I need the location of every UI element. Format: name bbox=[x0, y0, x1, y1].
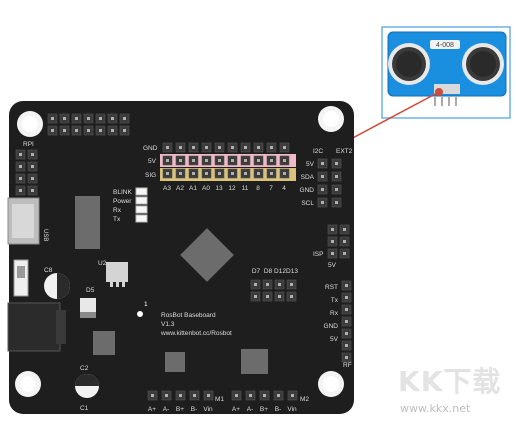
isp-label: ISP bbox=[313, 251, 323, 258]
sensor-chip-label: 4-008 bbox=[436, 42, 454, 49]
motor-2-header bbox=[231, 390, 298, 401]
ext2-label: EXT2 bbox=[336, 148, 353, 155]
pin-label-a1: A1 bbox=[189, 185, 197, 192]
motor-2-pin-label: Vin bbox=[287, 406, 297, 413]
motor-2-label: M2 bbox=[300, 396, 309, 403]
motor-1-header bbox=[147, 390, 214, 401]
mcu-chip bbox=[180, 228, 234, 282]
motor-2-pin-label: A+ bbox=[232, 406, 240, 413]
pin-label-8: 8 bbox=[256, 185, 260, 192]
dc-jack bbox=[7, 302, 66, 352]
d-label-d8: D8 bbox=[264, 268, 273, 275]
main-pin-labels: A3 A2 A1 A0 13 12 11 8 7 4 bbox=[163, 185, 286, 192]
marker-1: 1 bbox=[144, 301, 148, 308]
led-label-power: Power bbox=[113, 198, 132, 205]
led-label-rx: Rx bbox=[113, 207, 122, 214]
pin-label-a2: A2 bbox=[176, 185, 184, 192]
watermark: KK下载 www.kkx.net bbox=[398, 366, 510, 418]
c2-label: C2 bbox=[80, 365, 89, 372]
pin-label-a3: A3 bbox=[163, 185, 171, 192]
board-title-line3: www.kittenbot.cc/Rosbot bbox=[160, 330, 232, 337]
led-label-tx: Tx bbox=[113, 216, 121, 223]
chip-square-1 bbox=[93, 331, 115, 355]
d-label-d12: D12 bbox=[274, 268, 286, 275]
capacitor-c8 bbox=[44, 273, 70, 299]
main-pin-header bbox=[160, 142, 296, 181]
led-blink bbox=[135, 187, 148, 196]
rpi-pin-header bbox=[15, 149, 38, 196]
led-power bbox=[135, 196, 148, 205]
motor-1-pin-labels: A+ A- B+ B- Vin bbox=[148, 406, 213, 413]
pin-label-12: 12 bbox=[228, 185, 236, 192]
d-label-d7: D7 bbox=[252, 268, 261, 275]
connection-dot-sensor bbox=[435, 88, 443, 96]
c1-label: C1 bbox=[80, 405, 89, 412]
led-label-blink: BLINK bbox=[113, 189, 132, 196]
led-tx bbox=[135, 214, 148, 223]
motor-2-pin-label: A- bbox=[247, 406, 254, 413]
i2c-label: I2C bbox=[313, 148, 323, 155]
board-title-line1: RosBot Baseboard bbox=[161, 312, 216, 319]
motor-2-pin-labels: A+ A- B+ B- Vin bbox=[232, 406, 297, 413]
isp-pin-header bbox=[327, 224, 350, 259]
chip-square-2 bbox=[165, 352, 185, 372]
d-label-d13: D13 bbox=[286, 268, 298, 275]
ultrasonic-sensor: 4-008 bbox=[381, 26, 511, 119]
capacitor-c2 bbox=[75, 374, 99, 398]
motor-2-pin-label: B- bbox=[275, 406, 282, 413]
rf-pin-rx-label: Rx bbox=[330, 310, 339, 317]
motor-1-pin-label: B+ bbox=[176, 406, 184, 413]
u2-label: U2 bbox=[98, 260, 107, 267]
i2c-pin-header bbox=[317, 158, 342, 208]
chip-square-3 bbox=[241, 349, 268, 374]
rf-pin-5v-label: 5V bbox=[330, 336, 339, 343]
c8-label: C8 bbox=[44, 267, 53, 274]
marker-dot bbox=[137, 311, 143, 317]
i2c-pin-labels: 5V SDA GND SCL bbox=[300, 161, 315, 207]
motor-1-pin-label: Vin bbox=[203, 406, 213, 413]
pin-label-11: 11 bbox=[242, 185, 249, 192]
motor-2-pin-label: B+ bbox=[260, 406, 268, 413]
chip-large-left bbox=[75, 196, 100, 249]
rf-label: RF bbox=[343, 362, 352, 369]
motor-1-label: M1 bbox=[215, 396, 224, 403]
usb-port bbox=[7, 197, 40, 245]
motor-1-pin-label: B- bbox=[191, 406, 198, 413]
watermark-text: KK下载 bbox=[398, 365, 502, 398]
pin-label-a0: A0 bbox=[202, 185, 210, 192]
regulator-u2 bbox=[106, 262, 128, 287]
5v-row-label: 5V bbox=[148, 158, 157, 165]
motor-1-pin-label: A+ bbox=[148, 406, 156, 413]
i2c-pin-gnd-label: GND bbox=[300, 187, 315, 194]
pin-label-13: 13 bbox=[215, 185, 223, 192]
pin-label-4: 4 bbox=[282, 185, 286, 192]
pin-label-7: 7 bbox=[269, 185, 273, 192]
board-title-line2: V1.3 bbox=[161, 321, 175, 328]
sig-row-label: SIG bbox=[145, 172, 156, 179]
top-pin-header bbox=[47, 113, 130, 136]
i2c-pin-5v-label: 5V bbox=[306, 161, 315, 168]
slide-switch bbox=[13, 259, 29, 297]
i2c-pin-sda-label: SDA bbox=[301, 174, 315, 181]
usb-label: USB bbox=[42, 229, 48, 241]
rf-pin-gnd-label: GND bbox=[324, 323, 339, 330]
led-rx bbox=[135, 205, 148, 214]
d-pin-header bbox=[250, 279, 297, 302]
rf-pin-tx-label: Tx bbox=[331, 297, 339, 304]
rf-pin-header bbox=[341, 280, 352, 363]
gnd-row-label: GND bbox=[143, 145, 158, 152]
isp-5v-label: 5V bbox=[328, 262, 337, 269]
i2c-pin-scl-label: SCL bbox=[301, 200, 314, 207]
d5-label: D5 bbox=[86, 287, 95, 294]
rpi-label: RPI bbox=[23, 141, 34, 148]
rf-pin-rst-label: RST bbox=[325, 284, 338, 291]
motor-1-pin-label: A- bbox=[163, 406, 170, 413]
watermark-url: www.kkx.net bbox=[400, 402, 471, 415]
